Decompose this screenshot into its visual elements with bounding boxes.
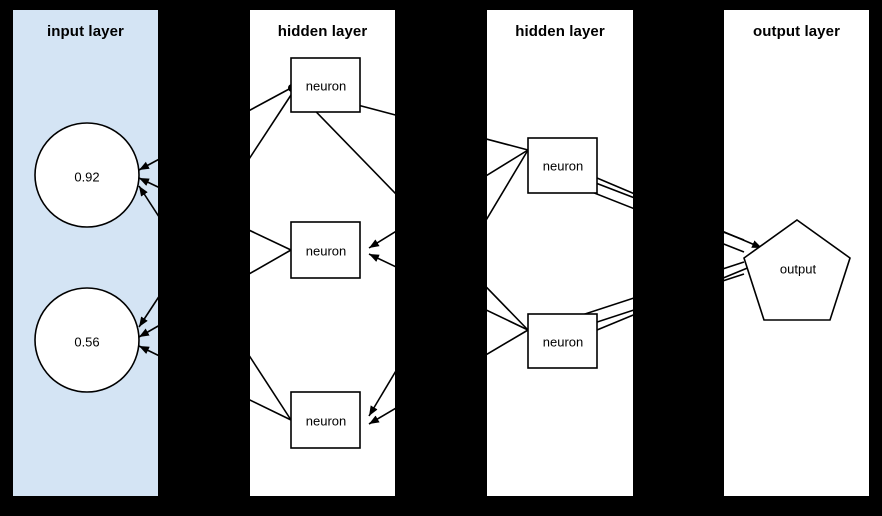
node-label-input-1: 0.92 bbox=[74, 169, 100, 185]
layer-title-hidden-1: hidden layer bbox=[277, 23, 368, 40]
layer-title-input: input layer bbox=[47, 23, 124, 40]
layer-panel-output bbox=[724, 10, 869, 496]
node-label-hidden2-2: neuron bbox=[542, 334, 584, 350]
layer-title-hidden-2: hidden layer bbox=[515, 23, 605, 40]
layer-title-output: output layer bbox=[752, 23, 841, 40]
node-label-output: output bbox=[779, 261, 817, 277]
layer-panel-hidden-2 bbox=[487, 10, 633, 496]
node-label-hidden1-2: neuron bbox=[305, 243, 347, 259]
node-label-hidden1-1: neuron bbox=[305, 78, 347, 94]
node-label-hidden1-3: neuron bbox=[305, 413, 347, 429]
layer-panel-input bbox=[13, 10, 158, 496]
node-label-hidden2-1: neuron bbox=[542, 158, 584, 174]
node-label-input-2: 0.56 bbox=[74, 334, 100, 350]
